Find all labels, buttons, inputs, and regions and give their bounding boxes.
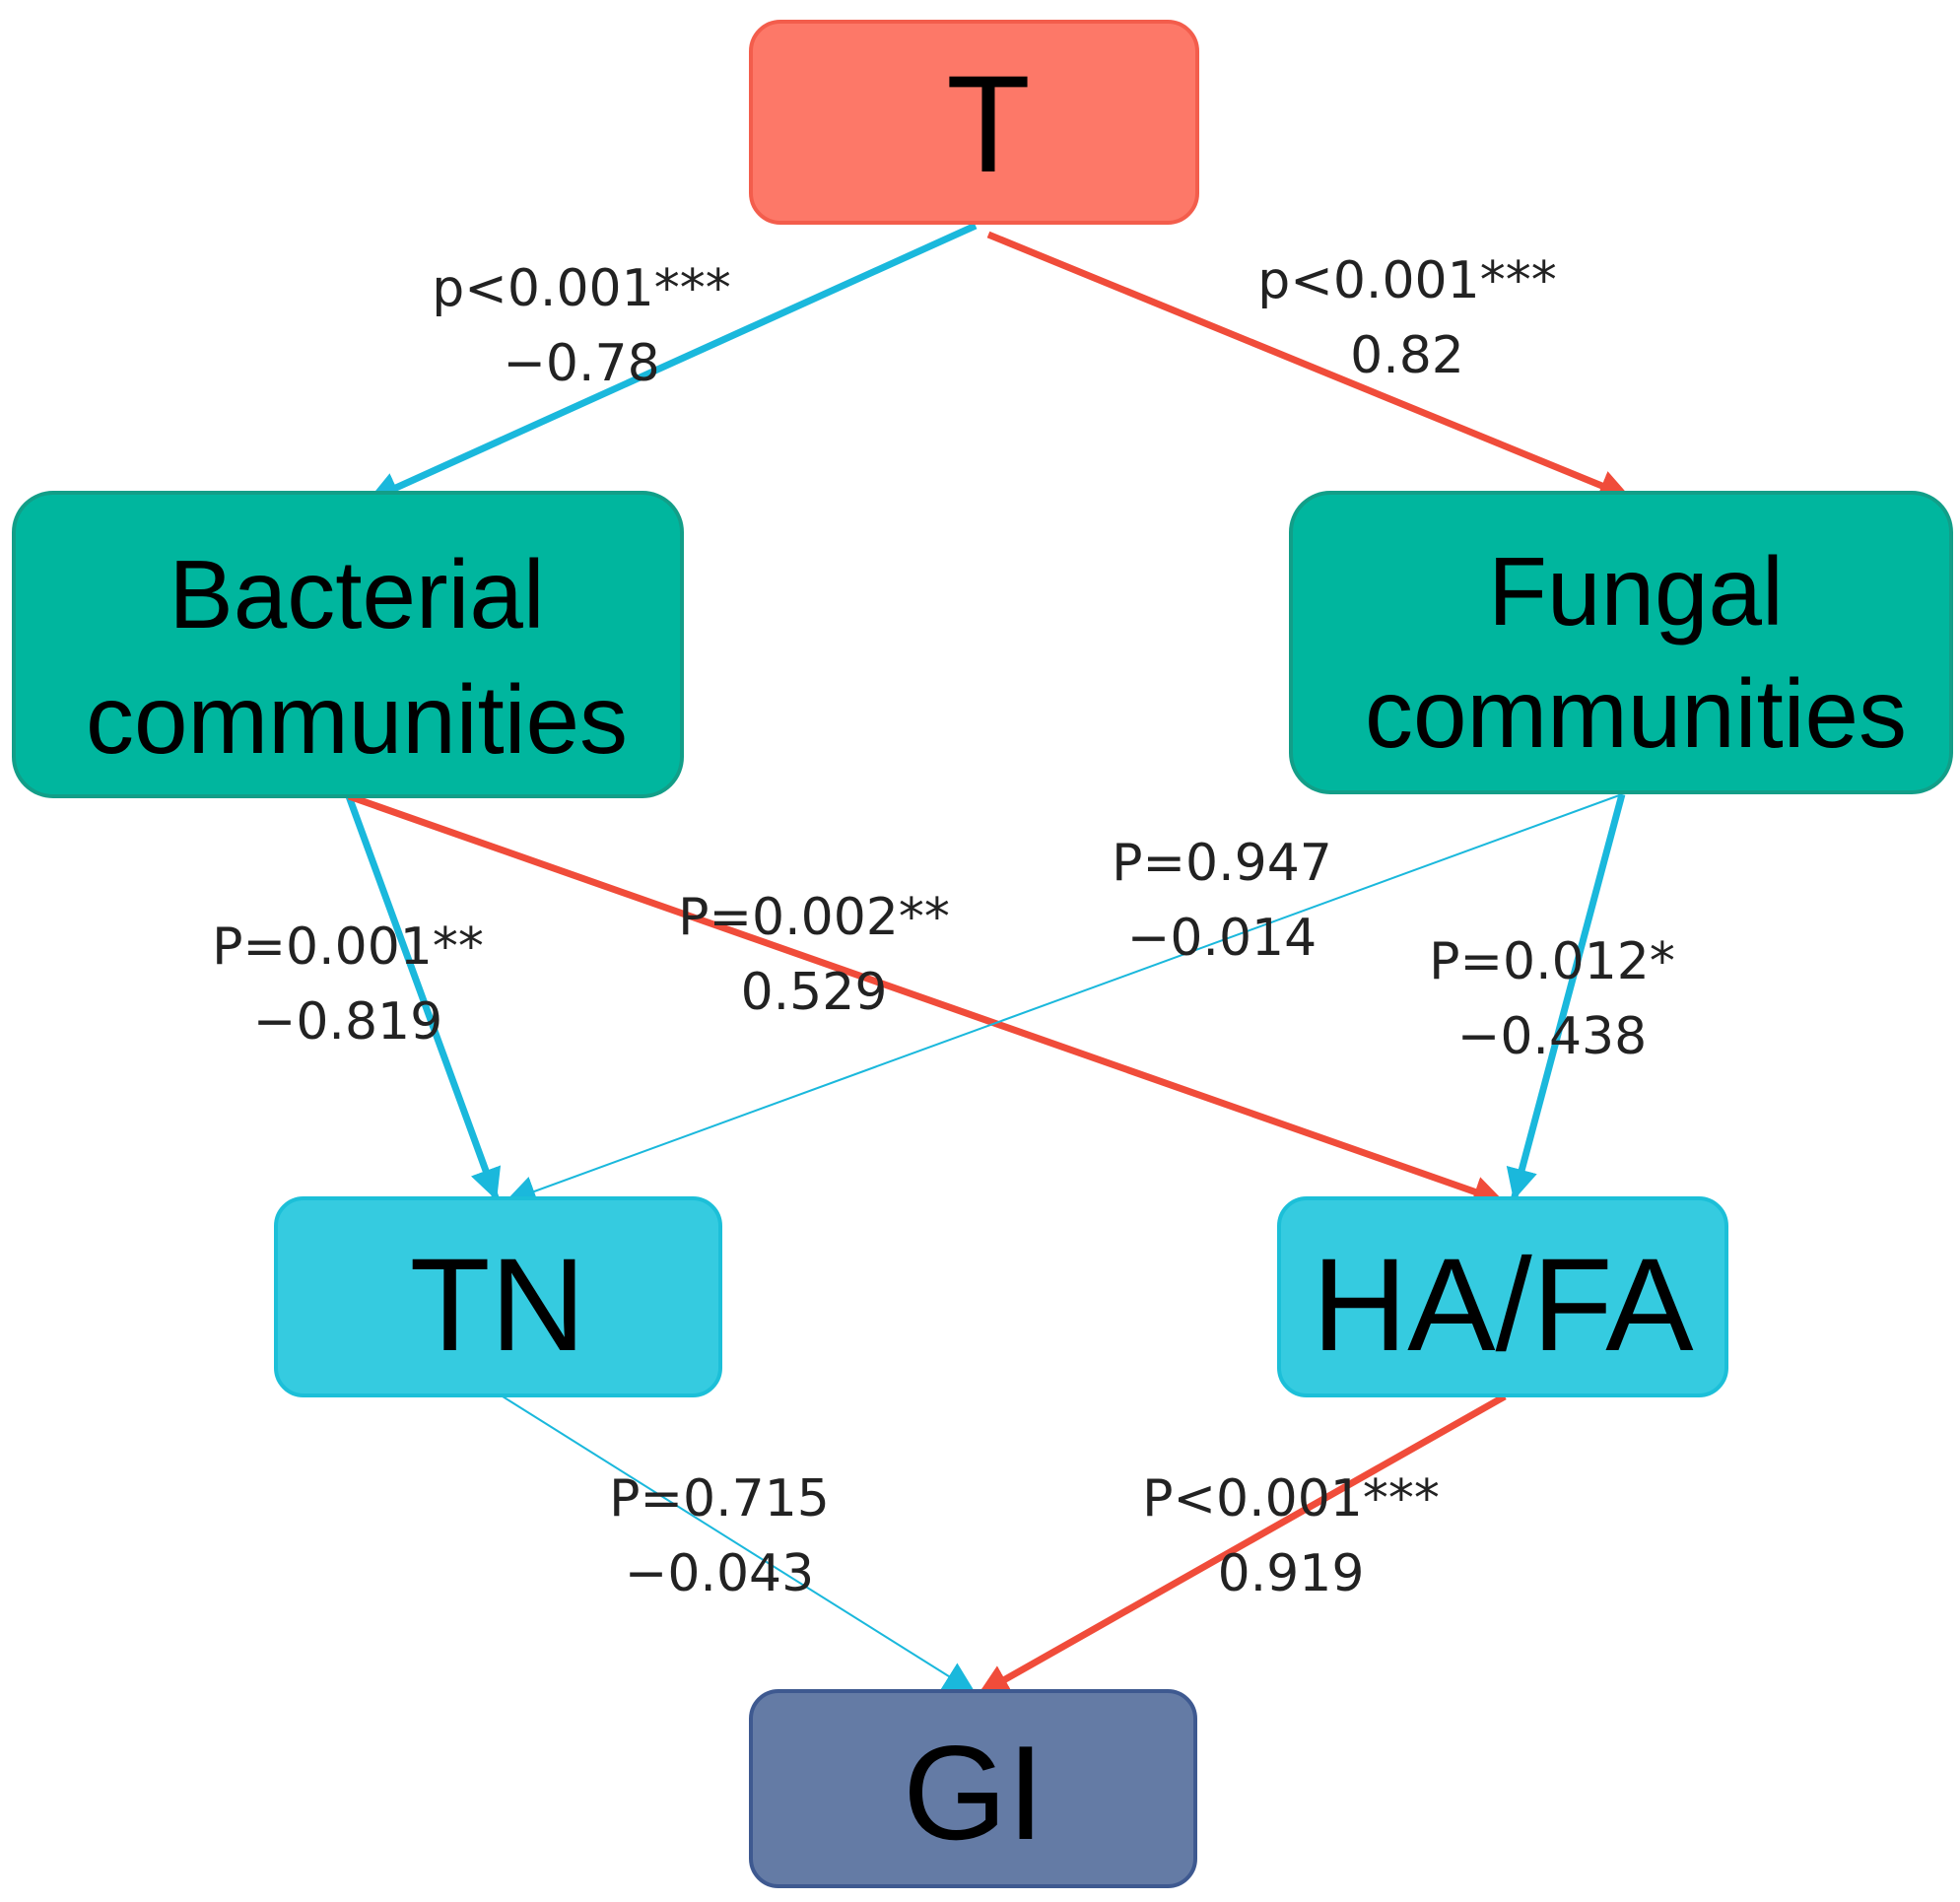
edge-label-bacterial-tn-coef: −0.819 (253, 992, 442, 1052)
edge-label-hafa-gi-p: P<0.001*** (1142, 1469, 1440, 1528)
edge-label-t-fungal-coef: 0.82 (1350, 326, 1464, 385)
node-gi-box (749, 1689, 1197, 1888)
edge-label-tn-gi-p: P=0.715 (609, 1469, 830, 1528)
edge-label-t-bacterial-coef: −0.78 (503, 334, 659, 393)
node-hafa: HA/FA (1277, 1196, 1728, 1397)
edge-label-t-fungal-p: p<0.001*** (1257, 251, 1556, 310)
edge-label-fungal-tn-coef: −0.014 (1127, 909, 1317, 968)
node-gi: GI (749, 1689, 1197, 1888)
edge-labels: p<0.001*** −0.78 p<0.001*** 0.82 P=0.001… (212, 251, 1675, 1603)
edge-bacterial-tn (345, 794, 502, 1202)
edge-hafa-gi (976, 1393, 1507, 1699)
node-fungal-communities: Fungal communities (1289, 491, 1953, 794)
edges (345, 222, 1633, 1699)
edge-label-hafa-gi-coef: 0.919 (1218, 1544, 1365, 1603)
node-fungal-box (1289, 491, 1953, 794)
edge-fungal-hafa (1506, 793, 1626, 1201)
node-tn-box (274, 1196, 722, 1397)
node-fungal-label-line1: Fungal (1488, 537, 1784, 645)
node-t-label: T (946, 46, 1031, 201)
edge-label-bacterial-hafa-p: P=0.002** (678, 888, 950, 947)
edge-t-fungal (986, 231, 1633, 502)
edge-label-bacterial-hafa-coef: 0.529 (741, 963, 888, 1022)
node-bacterial-label-line2: communities (86, 665, 628, 774)
node-gi-label: GI (903, 1718, 1045, 1868)
node-t-box (749, 20, 1199, 225)
node-tn: TN (274, 1196, 722, 1397)
edge-label-fungal-tn-p: P=0.947 (1112, 834, 1332, 893)
edge-bacterial-hafa (347, 792, 1507, 1207)
edge-label-fungal-hafa-coef: −0.438 (1457, 1007, 1647, 1066)
edge-label-tn-gi-coef: −0.043 (625, 1544, 814, 1603)
node-tn-label: TN (410, 1232, 586, 1379)
edge-t-bacterial (366, 222, 978, 505)
edge-label-bacterial-tn-p: P=0.001** (212, 917, 484, 977)
node-bacterial-box (12, 491, 684, 798)
node-hafa-box (1277, 1196, 1728, 1397)
edge-fungal-tn (504, 793, 1623, 1207)
node-bacterial-label-line1: Bacterial (169, 540, 544, 648)
node-hafa-label: HA/FA (1312, 1232, 1694, 1379)
node-bacterial-communities: Bacterial communities (12, 491, 684, 798)
edge-tn-gi (502, 1395, 977, 1694)
edge-label-fungal-hafa-p: P=0.012* (1429, 932, 1675, 991)
node-fungal-label-line2: communities (1365, 659, 1907, 768)
node-t: T (749, 20, 1199, 225)
edge-label-t-bacterial-p: p<0.001*** (432, 259, 730, 318)
